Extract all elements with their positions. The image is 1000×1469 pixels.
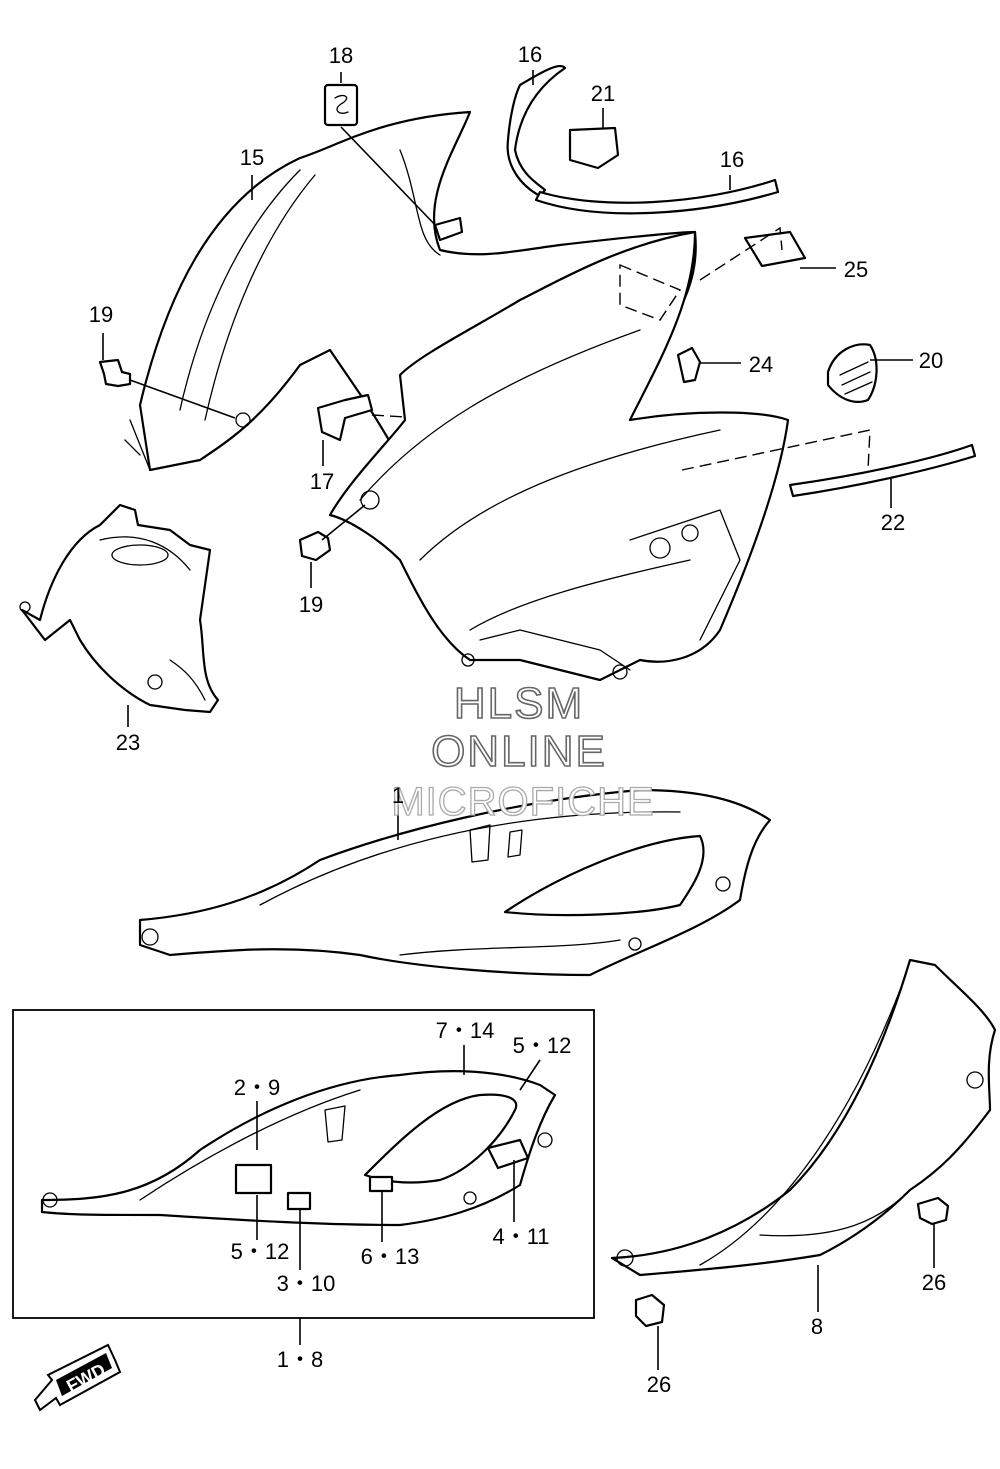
part-17-tag bbox=[316, 393, 374, 442]
callout-6-13: 6・13 bbox=[361, 1244, 420, 1269]
fwd-arrow-icon bbox=[33, 1343, 122, 1412]
part-2-9-side-cowl-assembly bbox=[40, 1070, 557, 1227]
watermark-line-1: HLSM bbox=[454, 679, 584, 728]
callout-19-upper: 19 bbox=[89, 302, 113, 327]
callout-1-8: 1・8 bbox=[277, 1347, 323, 1372]
callout-25: 25 bbox=[844, 257, 868, 282]
callout-1: 1 bbox=[392, 783, 404, 808]
callout-24: 24 bbox=[749, 352, 773, 377]
callout-26-right: 26 bbox=[922, 1270, 946, 1295]
callout-16-left: 16 bbox=[518, 42, 542, 67]
callout-labels: 18 15 16 21 16 19 25 24 20 17 22 19 23 1… bbox=[89, 42, 946, 1397]
part-mid-cowl bbox=[328, 230, 790, 682]
part-16-trim-strip bbox=[506, 64, 780, 215]
callout-5-12-bottom: 5・12 bbox=[231, 1239, 290, 1264]
part-25-pad bbox=[743, 230, 807, 268]
watermark-line-3: MICROFICHE bbox=[391, 780, 654, 824]
assembly-box bbox=[12, 1009, 595, 1319]
callout-19-lower: 19 bbox=[299, 592, 323, 617]
watermark: HLSM ONLINE MICROFICHE bbox=[391, 678, 655, 824]
callout-8: 8 bbox=[811, 1314, 823, 1339]
callout-4-11: 4・11 bbox=[492, 1224, 549, 1249]
callout-16-right: 16 bbox=[720, 147, 744, 172]
part-21-pad bbox=[568, 126, 620, 170]
part-8-lower-cowl bbox=[610, 958, 997, 1277]
callout-18: 18 bbox=[329, 43, 353, 68]
part-24-clip bbox=[676, 346, 702, 384]
part-20-cover bbox=[826, 343, 878, 403]
callout-7-14: 7・14 bbox=[436, 1018, 495, 1043]
part-22-strip bbox=[788, 443, 977, 498]
callout-26-lower: 26 bbox=[647, 1372, 671, 1397]
suzuki-emblem-icon bbox=[323, 83, 359, 127]
part-26-clip-right bbox=[916, 1196, 950, 1226]
part-19-screw-upper bbox=[98, 358, 132, 388]
callout-21: 21 bbox=[591, 81, 615, 106]
callout-23: 23 bbox=[116, 730, 140, 755]
callout-2-9: 2・9 bbox=[234, 1075, 280, 1100]
callout-leaders bbox=[102, 70, 935, 1370]
part-1-side-cowl bbox=[138, 788, 772, 977]
callout-5-12-top: 5・12 bbox=[513, 1033, 572, 1058]
part-23-inner-panel bbox=[19, 503, 220, 714]
callout-15: 15 bbox=[240, 145, 264, 170]
callout-3-10: 3・10 bbox=[277, 1271, 336, 1296]
callout-20: 20 bbox=[919, 348, 943, 373]
part-18-emblem-location bbox=[433, 216, 464, 242]
callout-17: 17 bbox=[310, 469, 334, 494]
part-26-clip-lower bbox=[634, 1293, 666, 1328]
watermark-line-2: ONLINE bbox=[431, 727, 607, 776]
callout-22: 22 bbox=[881, 510, 905, 535]
